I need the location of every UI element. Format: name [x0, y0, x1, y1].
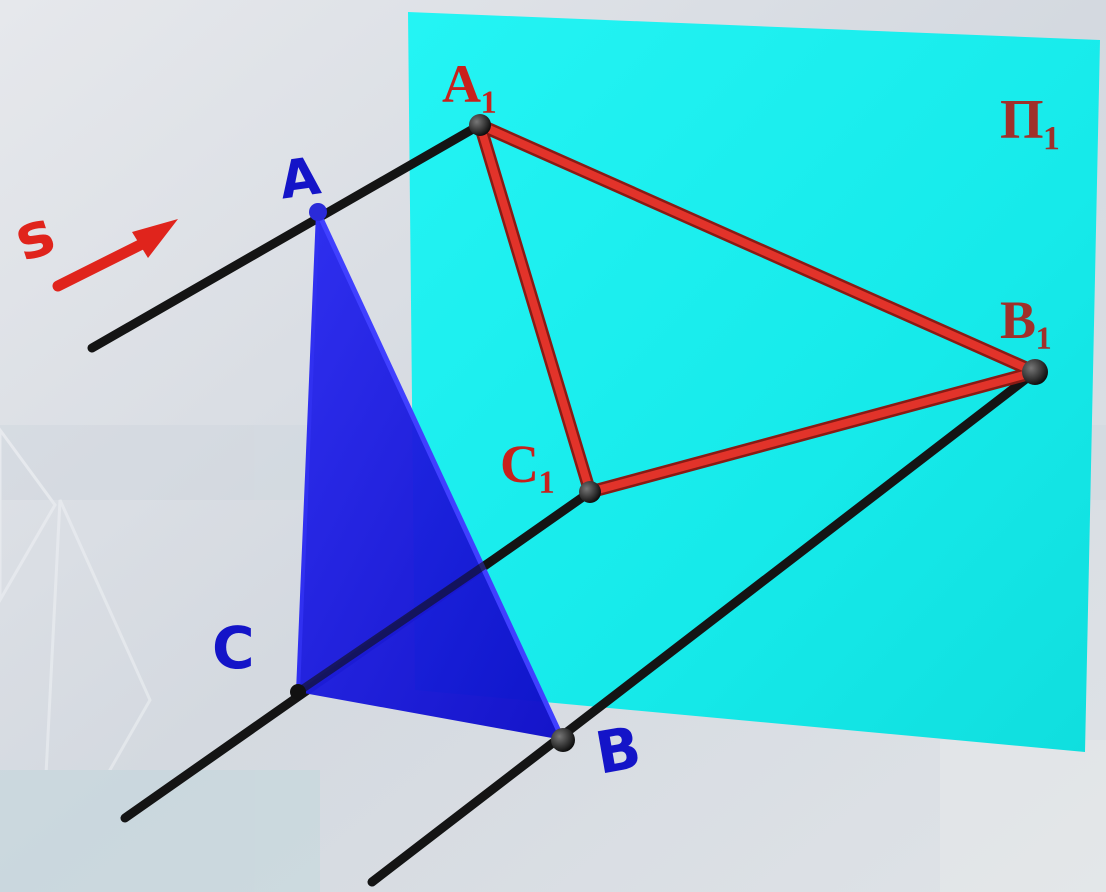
label-c: C [212, 614, 255, 682]
point-c1-dot [579, 481, 601, 503]
label-c1: C₁ [500, 434, 555, 494]
point-b-dot [551, 728, 575, 752]
triangle-edge-ac [296, 211, 320, 693]
triangle-abc [298, 212, 563, 740]
projection-plane [408, 12, 1100, 752]
label-b1: B₁ [1000, 290, 1052, 350]
label-plane: Π₁ [1000, 89, 1060, 151]
point-a-dot [309, 203, 327, 221]
label-a1: A₁ [442, 54, 497, 114]
triangle-edge-ab [315, 210, 566, 742]
projector-line-c-hidden [295, 556, 495, 696]
projector-line-b [367, 367, 1040, 887]
projector-line-a [87, 120, 485, 353]
triangle-a1b1c1 [473, 118, 1042, 499]
point-a1-dot [469, 114, 491, 136]
direction-arrow-s [52, 219, 178, 292]
point-b1-dot [1022, 359, 1048, 385]
label-a: A [276, 146, 324, 211]
point-c-dot [290, 684, 306, 700]
arrow-head-icon [132, 219, 178, 258]
